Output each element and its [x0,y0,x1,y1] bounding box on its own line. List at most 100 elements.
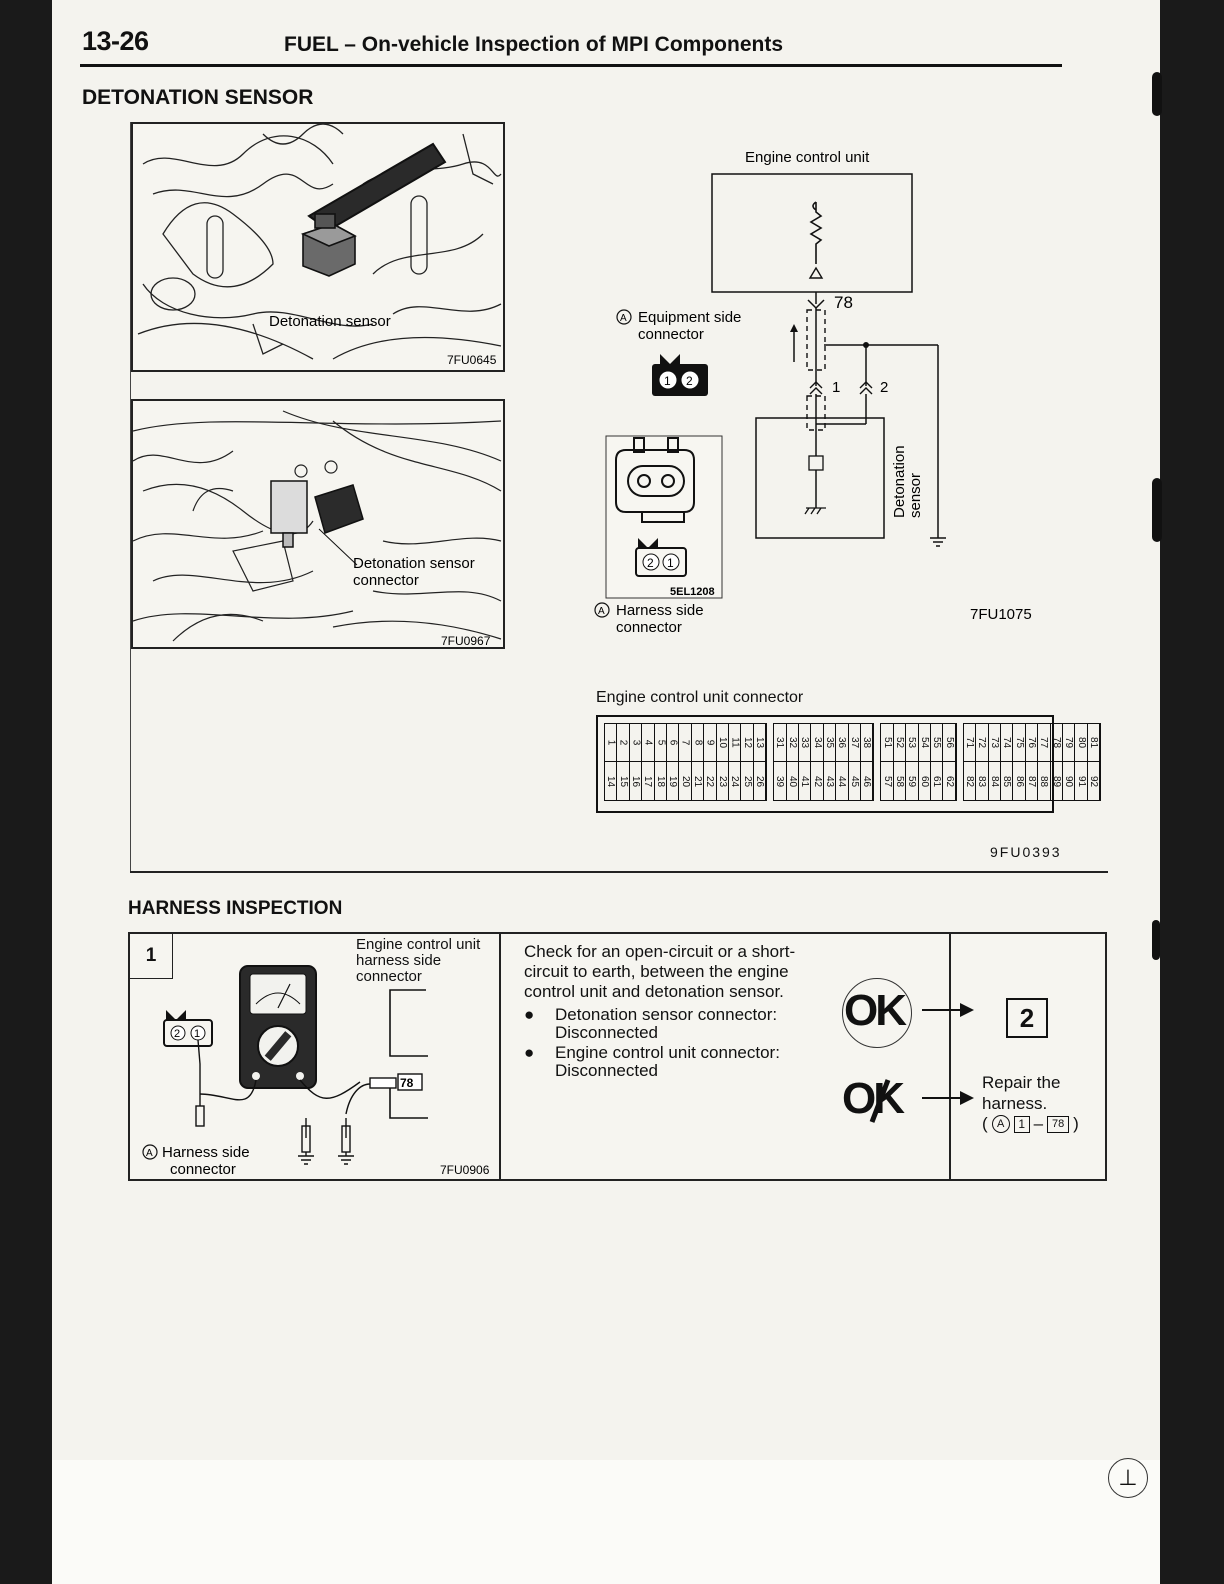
harness-connector-drawing [615,437,695,523]
ecu-connector-pin: 54 [918,724,931,762]
ecu-connector-pin: 72 [976,724,989,762]
open-paren: ( [982,1114,988,1133]
ecu-connector-pin: 24 [729,762,742,800]
ecu-connector-pin: 79 [1062,724,1076,762]
inspection-instruction: Check for an open-circuit or a short-cir… [524,942,796,1001]
bullet-icon: ● [524,1043,535,1062]
ecu-connector-pin: 5 [654,724,667,762]
figure-frame-bottom [130,871,1108,873]
ecu-connector-pin: 14 [605,762,618,800]
bullet-icon: ● [524,1005,535,1024]
connector-pin-2-symbol [859,381,873,395]
column-divider [949,934,951,1179]
page-header-title: FUEL – On-vehicle Inspection of MPI Comp… [284,33,783,56]
ecu-connector-pin: 43 [824,762,837,800]
photo-code-2: 7FU0967 [441,634,491,647]
page-tab-marker [1152,920,1160,960]
photo-label-detonation-sensor: Detonation sensor [269,313,391,330]
equipment-connector-icon: 1 2 [652,354,708,396]
sensor-label-2: sensor [907,473,924,518]
circled-a-icon [594,602,610,618]
ecu-connector-pin: 21 [692,762,705,800]
ecu-connector-pin: 77 [1038,724,1051,762]
svg-text:2: 2 [686,374,693,388]
harness-side-label-line2: connector [170,1161,236,1178]
harness-connector-pin-icon: 2 1 [635,538,687,577]
ecu-connector-pin: 52 [893,724,907,762]
bullet-text-1: Detonation sensor connector: Disconnecte… [555,1005,778,1042]
harness-connector-label-line2: connector [616,619,682,636]
ecu-connector-pin: 45 [849,762,861,800]
ecu-connector-pin: 90 [1063,762,1076,800]
next-step-box[interactable]: 2 [1006,998,1048,1038]
ecu-connector-pin: 17 [642,762,655,800]
ecu-connector-pin: 51 [881,724,894,762]
multimeter-test-illustration: 2 1 78 A Harness side connector 7FU0906 [142,965,490,1178]
ref-dash: – [1033,1114,1044,1133]
detonation-sensor-box [755,417,885,539]
ecu-connector-pin: 91 [1075,762,1088,800]
ecu-connector-pin: 20 [679,762,692,800]
ecu-connector-pin: 73 [988,724,1001,762]
engine-illustration-1: Detonation sensor 7FU0645 [137,123,502,367]
harness-side-label-line1: Harness side [162,1144,250,1161]
ecu-connector-pin: 8 [691,724,705,762]
ecu-connector-pin: 86 [1013,762,1026,800]
ecu-connector-pin: 44 [836,762,849,800]
terminal-78-label: 78 [834,293,853,312]
photo-label-sensor-connector-line1: Detonation sensor [353,555,475,572]
ecu-connector-pin: 40 [787,762,799,800]
ecu-connector-pin: 85 [1001,762,1014,800]
header-rule [80,64,1062,67]
harness-connector-label-line1: Harness side [616,602,704,619]
ok-circle [842,978,912,1048]
ecu-connector-pin: 71 [963,724,977,762]
page-number: 13-26 [82,26,149,56]
circled-a-icon [142,1144,158,1160]
ecu-connector-pin: 81 [1087,724,1101,762]
detonation-sensor-connector-photo: Detonation sensor connector 7FU0967 [131,399,505,649]
harness-inspection-table: 1 [128,932,1107,1181]
ecu-connector-pin: 56 [943,724,956,762]
ecu-connector-pin: 39 [774,762,787,800]
repair-instruction: Repair the harness. [982,1073,1061,1113]
ecu-connector-pin: 35 [823,724,837,762]
ecu-connector-pin: 2 [617,724,630,762]
ecu-connector-pin: 53 [906,724,919,762]
equipment-connector-label-line2: connector [638,326,704,343]
ecu-connector-pin: 62 [943,762,956,800]
ecu-connector-pin: 26 [754,762,767,800]
circled-a-letter: A [146,1148,153,1159]
ecu-connector-pin: 58 [894,762,907,800]
pin2-label: 2 [880,379,888,396]
page-tab-marker [1152,72,1162,116]
ecu-connector-pin: 89 [1051,762,1063,800]
ecu-connector-pin: 76 [1025,724,1039,762]
circled-a-letter: A [620,313,627,324]
harness-pin-2: 2 [174,1028,180,1040]
section-title-harness: HARNESS INSPECTION [128,898,343,919]
ecu-connector-pin: 3 [629,724,643,762]
bullet-text-2: Engine control unit connector: Disconnec… [555,1043,780,1080]
ecu-connector-pin: 61 [931,762,944,800]
ecu-connector-pin: 78 [1050,724,1063,762]
harness-terminal-78: 78 [400,1076,414,1090]
ecu-connector-pin: 19 [667,762,680,800]
ecu-connector-pin: 37 [848,724,861,762]
ecu-connector-pin: 18 [655,762,667,800]
ecu-label: Engine control unit [745,149,870,166]
ecu-connector-pin: 23 [717,762,729,800]
ecu-connector-pin: 11 [729,724,742,762]
connector-pin-1-symbol [809,381,823,395]
ecu-connector-pin: 32 [786,724,799,762]
ecu-connector-pin: 12 [741,724,754,762]
ecu-connector-code: 9FU0393 [990,844,1062,860]
harness-figure-code: 7FU0906 [440,1163,490,1177]
ecu-connector-pin: 41 [799,762,812,800]
sensor-chassis-ground [804,507,826,515]
section-title-detonation: DETONATION SENSOR [82,86,314,109]
terminal-78-ref: 78 [1047,1115,1070,1133]
